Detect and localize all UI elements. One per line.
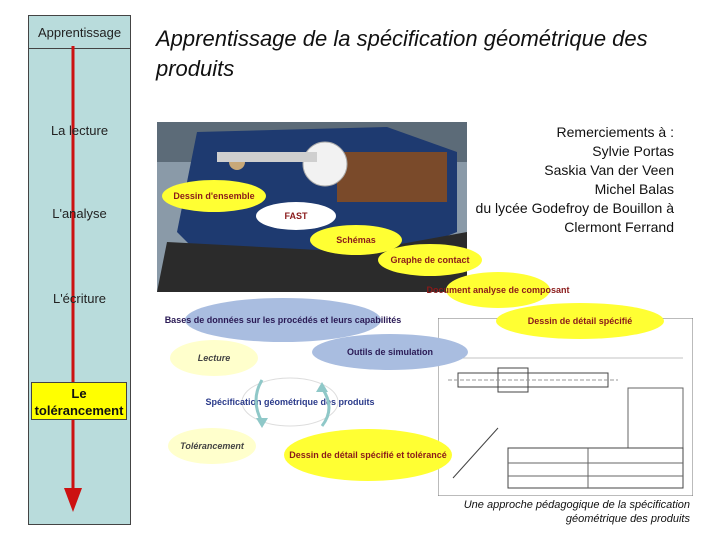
- ellipse-tolerancement: Tolérancement: [180, 441, 245, 451]
- technical-drawing: [438, 318, 693, 496]
- thanks-name: Michel Balas: [594, 181, 674, 197]
- page-title: Apprentissage de la spécification géomét…: [156, 26, 648, 81]
- thanks-name: Sylvie Portas: [592, 143, 674, 159]
- ellipse-graphe-contact: Graphe de contact: [390, 255, 469, 265]
- sidebar-item-analyse: L'analyse: [52, 206, 107, 221]
- sidebar-title: Apprentissage: [29, 16, 130, 49]
- ellipse-dessin-ensemble: Dessin d'ensemble: [173, 191, 254, 201]
- sidebar-item-ecriture: L'écriture: [52, 291, 107, 306]
- thanks-name: du lycée Godefroy de Bouillon à Clermont…: [475, 200, 674, 235]
- sidebar-item-tolerancement: Le tolérancement: [31, 382, 127, 420]
- ellipse-dessin-detail: Dessin de détail spécifié: [528, 316, 633, 326]
- ellipse-schemas: Schémas: [336, 235, 376, 245]
- ellipse-fast: FAST: [284, 211, 308, 221]
- thanks-block: Remerciements à : Sylvie Portas Saskia V…: [468, 121, 674, 239]
- ellipse-bases-donnees: Bases de données sur les procédés et leu…: [165, 315, 402, 325]
- ellipse-specification: Spécification géométrique des produits: [205, 397, 374, 407]
- ellipse-outils-simulation: Outils de simulation: [347, 347, 433, 357]
- ellipse-dessin-tolerance: Dessin de détail spécifié et tolérancé: [289, 450, 447, 460]
- caption: Une approche pédagogique de la spécifica…: [463, 499, 690, 525]
- thanks-name: Saskia Van der Veen: [544, 162, 674, 178]
- ellipse-document-analyse: Document analyse de composant: [426, 285, 569, 295]
- thanks-heading: Remerciements à :: [556, 124, 674, 140]
- sidebar-item-lecture: La lecture: [50, 123, 109, 138]
- ellipse-lecture: Lecture: [198, 353, 231, 363]
